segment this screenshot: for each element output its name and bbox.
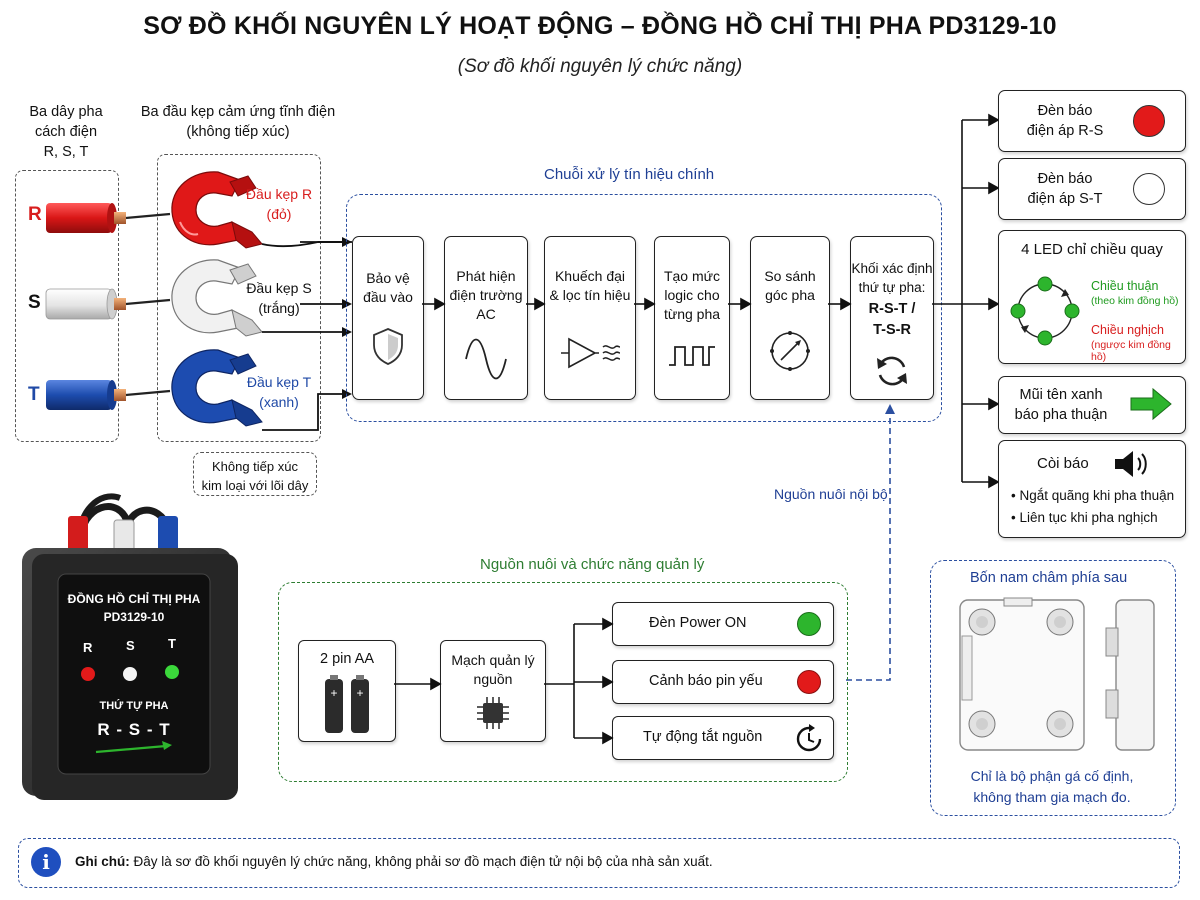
chain-title: Chuỗi xử lý tín hiệu chính (544, 166, 715, 183)
clamps-title: Ba đầu kẹp cảm ứng tĩnh điện (không tiếp… (140, 104, 336, 140)
footer-note-text: Ghi chú: Đây là sơ đồ khối nguyên lý chứ… (75, 854, 713, 869)
power-on-box: Đèn Power ON (612, 602, 834, 646)
page-subtitle: (Sơ đồ khối nguyên lý chức năng) (457, 56, 743, 77)
phase-r-label: R (28, 204, 42, 225)
wire-t (46, 380, 126, 410)
clamps-group (157, 154, 321, 442)
auto-off-box: Tự động tắt nguồn (612, 716, 834, 760)
magnets-title: Bốn nam châm phía sau (970, 570, 1128, 586)
footer-note-box: i Ghi chú: Đây là sơ đồ khối nguyên lý c… (18, 838, 1180, 888)
speaker-icon (1115, 451, 1147, 477)
block-amplify: Khuếch đại& lọc tín hiệu (544, 236, 636, 400)
rotation-leds-icon (1010, 276, 1080, 346)
square-wave-icon (669, 346, 715, 366)
chip-icon (477, 697, 509, 729)
power-on-label: Đèn Power ON (649, 615, 747, 631)
sine-wave-icon (465, 338, 507, 380)
device-led-r: R (83, 640, 93, 655)
clamp-s-label: Đầu kẹp S(trắng) (246, 280, 312, 316)
forward-label: Chiều thuận (1091, 279, 1159, 293)
green-led-icon (797, 612, 821, 636)
clamp-r-label: Đầu kẹp R(đỏ) (245, 186, 313, 222)
timer-icon (796, 724, 822, 752)
led-title: 4 LED chỉ chiều quay (1021, 241, 1163, 258)
magnets-note: Chỉ là bộ phận gá cố định,không tham gia… (970, 768, 1134, 805)
chain-group (346, 194, 942, 422)
page-title: SƠ ĐỒ KHỐI NGUYÊN LÝ HOẠT ĐỘNG – ĐỒNG HỒ… (143, 12, 1057, 40)
svg-text:+: + (330, 686, 337, 700)
clamp-t (171, 349, 263, 427)
clamp-r (171, 171, 263, 249)
device-seq-value: R - S - T (97, 720, 171, 739)
forward-sub-label: (theo kim đồng hồ) (1091, 295, 1179, 307)
white-lamp-icon (1133, 173, 1165, 205)
clamp-t-label: Đầu kẹp T(xanh) (246, 374, 312, 410)
magnets-group (930, 560, 1176, 816)
device-led-s: S (126, 638, 135, 653)
svg-text:+: + (356, 686, 363, 700)
phase-dial-icon (770, 331, 810, 371)
buzzer-title: Còi báo (1037, 455, 1089, 472)
wire-s (45, 288, 126, 320)
device-led-t: T (168, 636, 176, 651)
battery-icon: + + (325, 675, 369, 733)
power-title: Nguồn nuôi và chức năng quản lý (480, 556, 705, 573)
info-icon: i (31, 847, 61, 877)
reverse-label: Chiều nghịch (1091, 323, 1164, 337)
amplifier-filter-icon (561, 337, 621, 369)
battery-box: 2 pin AA + + (298, 640, 396, 742)
reverse-sub-label: (ngược kim đồng hồ) (1091, 339, 1171, 363)
phase-t-label: T (28, 384, 40, 405)
buzzer-items: • Ngắt quãng khi pha thuận • Liên tục kh… (1011, 485, 1174, 529)
red-lamp-icon (1133, 105, 1165, 137)
cycle-arrows-icon (877, 356, 907, 386)
clamp-s (171, 259, 263, 337)
green-arrow-icon (1130, 387, 1172, 421)
phase-s-label: S (28, 292, 41, 313)
buzzer-item-2: • Liên tục khi pha nghịch (1011, 510, 1158, 525)
wire-r (46, 203, 126, 233)
red-led-icon (797, 670, 821, 694)
buzzer-box: Còi báo • Ngắt quãng khi pha thuận • Liê… (998, 440, 1186, 538)
low-battery-box: Cảnh báo pin yếu (612, 660, 834, 704)
device-seq-title: THỨ TỰ PHA (99, 700, 169, 712)
power-group (278, 582, 848, 782)
low-battery-label: Cảnh báo pin yếu (649, 673, 763, 689)
buzzer-item-1: • Ngắt quãng khi pha thuận (1011, 488, 1175, 503)
battery-label: 2 pin AA (319, 651, 374, 667)
magnets-illustration (959, 597, 1155, 751)
shield-icon (373, 328, 403, 365)
wires-title: Ba dây pha cách điện R, S, T (29, 104, 103, 160)
led-rotation-box: 4 LED chỉ chiều quay Chiều thuận (theo k… (998, 230, 1186, 364)
internal-power-label: Nguồn nuôi nội bộ (774, 486, 888, 502)
auto-off-label: Tự động tắt nguồn (643, 729, 763, 745)
device-illustration (22, 493, 238, 800)
